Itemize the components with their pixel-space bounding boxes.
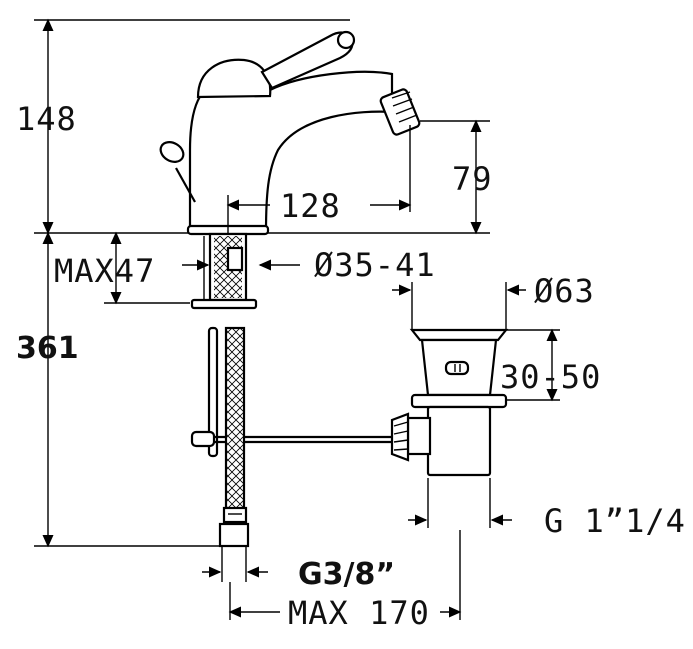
dimension-waste-adjust: 30-50: [500, 328, 601, 402]
dimension-max47: MAX47: [54, 231, 190, 305]
faucet-body: [159, 30, 421, 236]
dimension-361: 361: [16, 231, 222, 548]
dimension-waste-adjust-label: 30-50: [500, 358, 601, 396]
dimension-148: 148: [16, 18, 350, 235]
mounting-shank: [190, 232, 258, 310]
dimension-361-label: 361: [16, 331, 79, 366]
dimension-waste-thread-label: G 1”1/4: [544, 502, 686, 540]
waste-assembly: [390, 328, 509, 477]
dimension-max-170: MAX 170: [228, 530, 462, 632]
dimension-max47-label: MAX47: [54, 252, 155, 290]
dimension-79-label: 79: [452, 160, 493, 198]
flexible-hose: [218, 326, 250, 548]
dimension-hole-diameter-label: Ø35-41: [314, 246, 436, 284]
pull-rod: [190, 326, 392, 458]
dimension-supply-thread-label: G3/8”: [298, 557, 395, 592]
dimension-79: 79: [420, 119, 493, 235]
dimension-128-label: 128: [280, 187, 341, 225]
dimension-max-170-label: MAX 170: [288, 594, 430, 632]
dimension-waste-diameter-label: Ø63: [534, 272, 595, 310]
dimension-supply-thread: G3/8”: [202, 546, 395, 592]
dimension-hole-diameter: Ø35-41: [182, 246, 436, 284]
dimension-waste-thread: G 1”1/4: [408, 478, 686, 540]
dimension-waste-diameter: Ø63: [392, 272, 595, 330]
dimension-128: 128: [226, 125, 412, 240]
dimension-148-label: 148: [16, 100, 77, 138]
